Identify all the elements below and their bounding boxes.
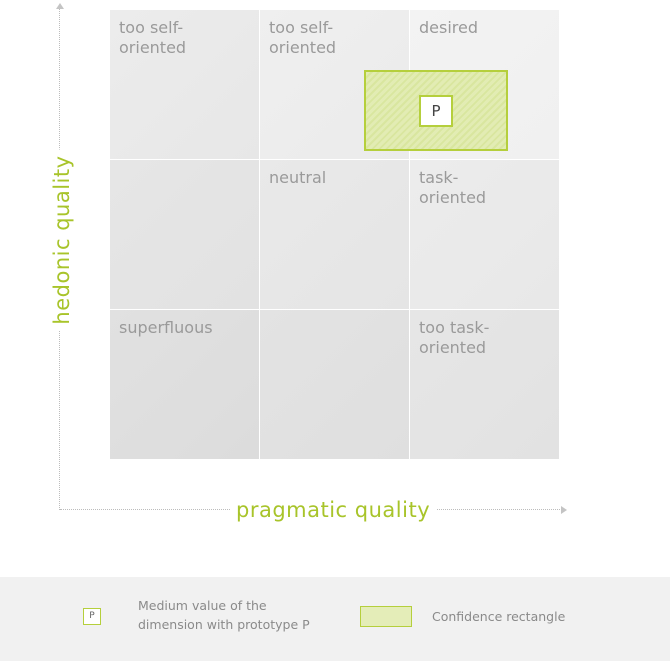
cell-label: too task- oriented: [419, 318, 490, 357]
legend: P Medium value of the dimension with pro…: [0, 577, 670, 661]
legend-prototype-text: Medium value of the dimension with proto…: [138, 596, 338, 634]
cell-label: neutral: [269, 168, 327, 187]
prototype-marker: P: [419, 95, 453, 127]
legend-confidence-swatch: [360, 606, 412, 627]
y-axis-label: hedonic quality: [49, 149, 75, 331]
cell-label: too self- oriented: [269, 18, 337, 57]
cell-superfluous: superfluous: [110, 310, 259, 459]
cell-too-task-oriented: too task- oriented: [410, 310, 559, 459]
legend-confidence-label: Confidence rectangle: [432, 609, 566, 624]
cell-empty-bottom-middle: [260, 310, 409, 459]
legend-prototype-symbol: P: [83, 608, 101, 625]
cell-neutral: neutral: [260, 160, 409, 309]
cell-label: task- oriented: [419, 168, 487, 207]
cell-label: too self- oriented: [119, 18, 187, 57]
legend-prototype-line1: Medium value of the: [138, 598, 267, 613]
cell-label: desired: [419, 18, 479, 37]
cell-label: superfluous: [119, 318, 213, 337]
cell-empty-middle-left: [110, 160, 259, 309]
x-axis-label: pragmatic quality: [230, 497, 437, 523]
cell-too-self-oriented-left: too self- oriented: [110, 10, 259, 159]
y-axis-arrow-icon: [56, 3, 64, 9]
legend-prototype-line2: dimension with prototype P: [138, 617, 310, 632]
quality-matrix: too self- oriented too self- oriented de…: [110, 10, 559, 459]
cell-task-oriented: task- oriented: [410, 160, 559, 309]
x-axis-arrow-icon: [561, 506, 567, 514]
